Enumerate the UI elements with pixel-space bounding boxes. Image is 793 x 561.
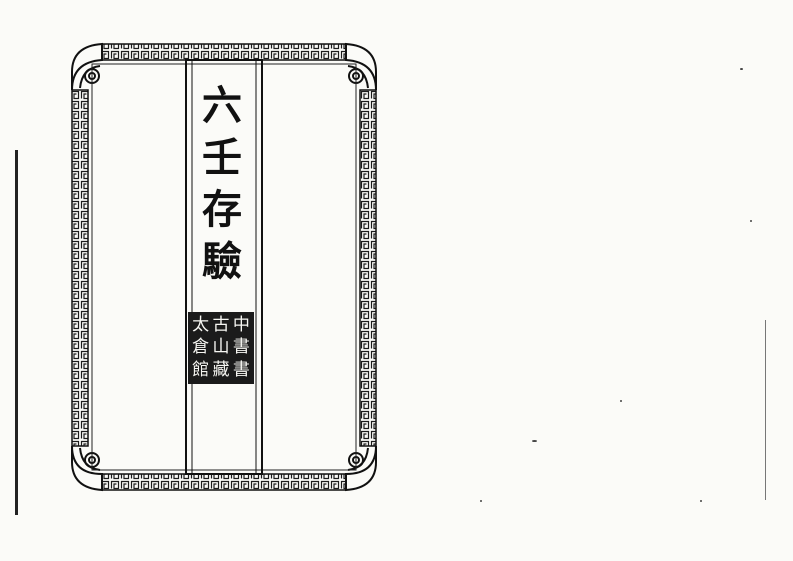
border-top [101, 43, 347, 61]
seal-char: 書 [232, 337, 250, 358]
scan-speck [620, 400, 622, 402]
title-column [185, 59, 263, 475]
border-bottom [101, 473, 347, 491]
seal-char: 書 [232, 359, 250, 380]
scan-speck [700, 500, 702, 502]
scan-speck [740, 68, 743, 70]
inner-frame [91, 63, 357, 471]
right-page-edge [765, 320, 766, 500]
seal-char: 藏 [212, 359, 230, 380]
border-right [359, 89, 377, 447]
border-left [71, 89, 89, 447]
title-char: 壬 [202, 134, 242, 181]
scan-speck [480, 500, 482, 502]
scan-speck [750, 220, 752, 222]
left-binding-edge [15, 150, 18, 515]
seal-char: 太 [192, 315, 210, 335]
seal-char: 館 [192, 359, 210, 380]
book-title: 六 壬 存 驗 [196, 80, 248, 288]
title-char: 六 [202, 82, 242, 129]
title-char: 存 [202, 186, 242, 233]
seal-char: 中 [232, 315, 250, 335]
seal-char: 古 [212, 315, 230, 335]
scan-speck [532, 440, 537, 442]
seal-char: 倉 [192, 337, 210, 358]
collector-seal: 太 古 中 倉 山 書 館 藏 書 [188, 312, 254, 384]
title-char: 驗 [202, 238, 242, 285]
seal-char: 山 [212, 337, 230, 358]
